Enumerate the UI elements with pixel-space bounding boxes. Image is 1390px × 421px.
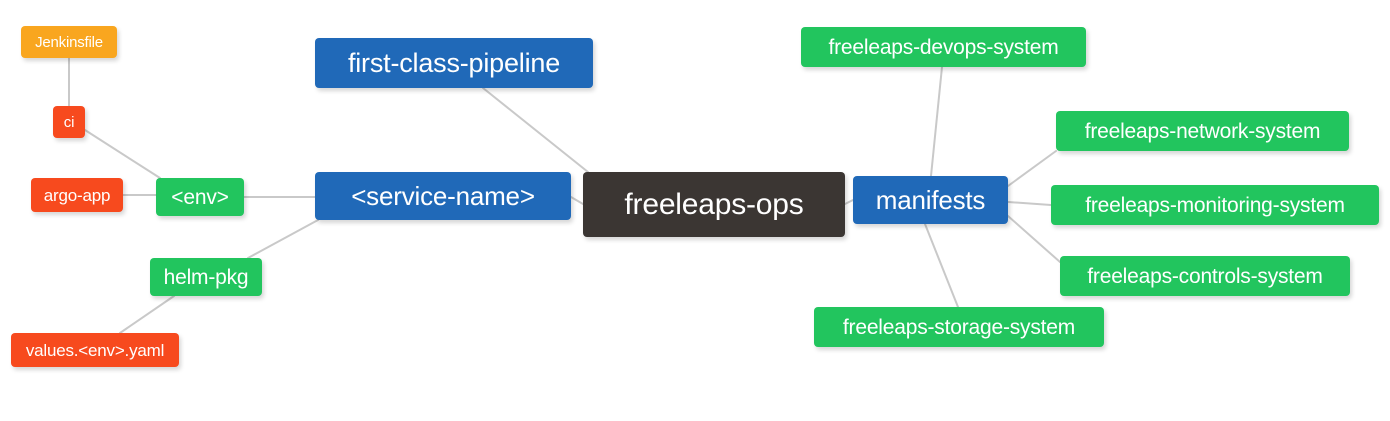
edge-freeleaps-ops-to-first-class-pipeline	[482, 87, 589, 173]
node-label-values-env-yaml: values.<env>.yaml	[25, 340, 165, 360]
node-values-env-yaml[interactable]: values.<env>.yaml	[11, 333, 179, 367]
node-label-env: <env>	[171, 185, 229, 209]
node-jenkinsfile[interactable]: Jenkinsfile	[21, 26, 117, 58]
node-ci[interactable]: ci	[53, 106, 85, 138]
node-label-freeleaps-controls-system: freeleaps-controls-system	[1087, 264, 1323, 288]
node-label-service-name: <service-name>	[351, 181, 535, 211]
edge-helm-pkg-to-values-env-yaml	[119, 295, 175, 334]
node-freeleaps-network-system[interactable]: freeleaps-network-system	[1056, 111, 1349, 151]
edge-manifests-to-freeleaps-devops-system	[930, 66, 943, 177]
node-label-freeleaps-monitoring-system: freeleaps-monitoring-system	[1085, 193, 1345, 217]
node-freeleaps-devops-system[interactable]: freeleaps-devops-system	[801, 27, 1086, 67]
edge-manifests-to-freeleaps-network-system	[1007, 150, 1057, 187]
node-first-class-pipeline[interactable]: first-class-pipeline	[315, 38, 593, 88]
node-helm-pkg[interactable]: helm-pkg	[150, 258, 262, 296]
node-freeleaps-ops[interactable]: freeleaps-ops	[583, 172, 845, 237]
edge-env-to-ci	[84, 129, 161, 179]
node-label-freeleaps-ops: freeleaps-ops	[624, 187, 804, 221]
node-label-argo-app: argo-app	[43, 185, 111, 205]
node-env[interactable]: <env>	[156, 178, 244, 216]
node-manifests[interactable]: manifests	[853, 176, 1008, 224]
edge-manifests-to-freeleaps-storage-system	[924, 223, 959, 308]
node-argo-app[interactable]: argo-app	[31, 178, 123, 212]
edge-freeleaps-ops-to-manifests	[844, 199, 854, 205]
node-label-ci: ci	[63, 113, 75, 131]
node-label-freeleaps-storage-system: freeleaps-storage-system	[842, 315, 1076, 339]
node-label-freeleaps-devops-system: freeleaps-devops-system	[828, 35, 1059, 59]
edge-service-name-to-helm-pkg	[247, 219, 319, 259]
node-freeleaps-monitoring-system[interactable]: freeleaps-monitoring-system	[1051, 185, 1379, 225]
node-freeleaps-controls-system[interactable]: freeleaps-controls-system	[1060, 256, 1350, 296]
node-label-freeleaps-network-system: freeleaps-network-system	[1084, 119, 1321, 143]
node-label-first-class-pipeline: first-class-pipeline	[347, 47, 561, 78]
node-label-helm-pkg: helm-pkg	[163, 265, 249, 289]
node-freeleaps-storage-system[interactable]: freeleaps-storage-system	[814, 307, 1104, 347]
node-label-manifests: manifests	[875, 185, 986, 215]
edge-freeleaps-ops-to-service-name	[570, 196, 584, 205]
edge-manifests-to-freeleaps-monitoring-system	[1007, 201, 1052, 206]
node-service-name[interactable]: <service-name>	[315, 172, 571, 220]
node-label-jenkinsfile: Jenkinsfile	[35, 33, 103, 51]
